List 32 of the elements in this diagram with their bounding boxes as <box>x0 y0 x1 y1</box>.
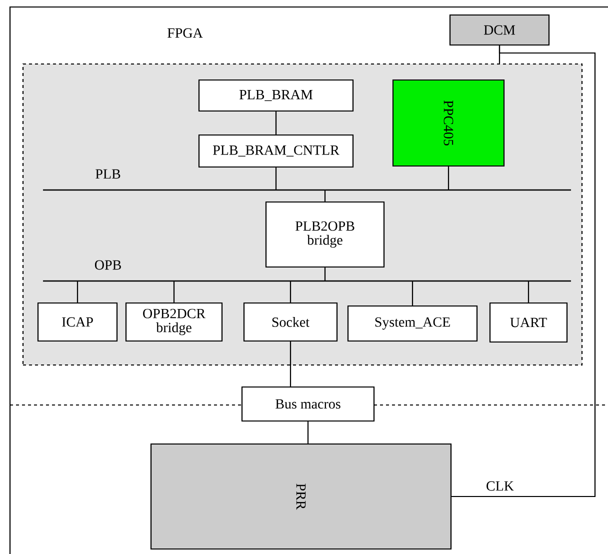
box-heading: FPGA <box>168 28 203 38</box>
connector-line <box>412 281 414 306</box>
connector-line <box>275 112 277 134</box>
edge-label: CLK <box>485 480 515 492</box>
connector-line <box>448 166 450 190</box>
region-box: PRR <box>150 443 452 550</box>
bus-line <box>43 189 571 191</box>
bus-label: OPB <box>94 260 121 270</box>
block-box: Bus macros <box>241 386 375 422</box>
connector-line <box>290 342 292 386</box>
connector-line <box>528 281 530 302</box>
block-box: UART <box>489 302 568 343</box>
connector-line <box>452 46 596 498</box>
block-box: OPB2DCR bridge <box>125 302 223 342</box>
connector-line <box>290 281 292 302</box>
bus-line <box>43 280 571 282</box>
block-box: Socket <box>243 302 338 342</box>
block-box: PLB_BRAM_CNTLR <box>198 134 354 168</box>
connector-line <box>307 422 309 444</box>
block-box: System_ACE <box>347 305 478 342</box>
fpga-box <box>9 6 608 554</box>
connector-line <box>76 281 78 302</box>
bus-label: PLB <box>96 169 120 179</box>
connector-line <box>173 281 175 302</box>
block-box: DCM <box>449 14 550 46</box>
connector-line <box>324 268 326 281</box>
block-box: PLB2OPB bridge <box>265 201 385 268</box>
block-box: PLB_BRAM <box>198 79 354 112</box>
processor-box: PPC405 <box>392 79 505 167</box>
connector-line <box>275 168 277 190</box>
block-box: ICAP <box>37 302 118 342</box>
connector-line <box>324 190 326 202</box>
